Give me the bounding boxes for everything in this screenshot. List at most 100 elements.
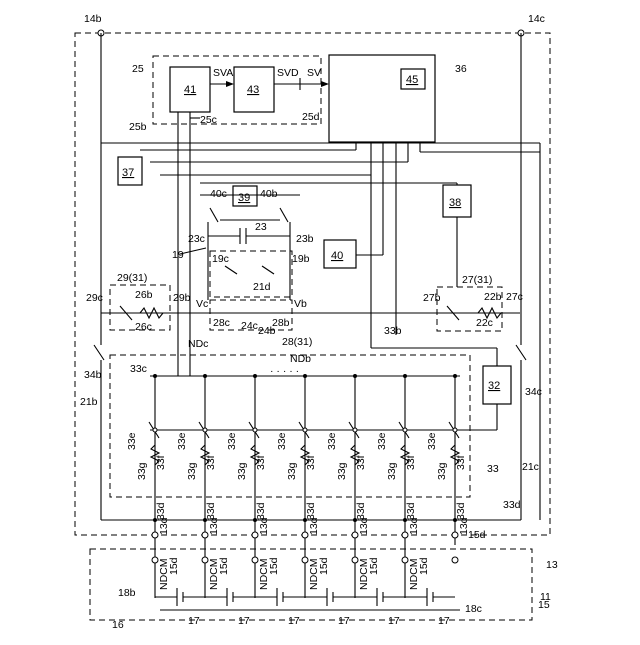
- label-45: 45: [406, 74, 418, 86]
- label-29b: 29b: [173, 292, 191, 304]
- label-23: 23: [255, 221, 267, 233]
- label-18c: 18c: [465, 603, 482, 615]
- label-29c: 29c: [86, 292, 103, 304]
- junction-dot: [153, 374, 157, 378]
- label-25d: 25d: [302, 111, 320, 123]
- connector-15d: [252, 557, 258, 563]
- label-33d: 33d: [455, 502, 467, 520]
- label-sva: SVA: [213, 67, 233, 79]
- junction-dot: [353, 374, 357, 378]
- label-33d: 33d: [355, 502, 367, 520]
- connector-15d: [302, 557, 308, 563]
- label-svd: SVD: [277, 67, 299, 79]
- switch-contact: [253, 428, 257, 432]
- label-15d: 15d: [168, 557, 180, 575]
- label-13: 13: [546, 559, 558, 571]
- label-14b: 14b: [84, 13, 102, 25]
- label-33g: 33g: [236, 462, 248, 480]
- switch-contact: [153, 428, 157, 432]
- label-17: 17: [188, 615, 200, 627]
- junction-dot: [153, 518, 157, 522]
- switch-contact: [353, 428, 357, 432]
- junction-dot: [303, 374, 307, 378]
- label-40c: 40c: [210, 188, 227, 200]
- label-23c: 23c: [188, 233, 205, 245]
- label-16: 16: [112, 619, 124, 631]
- label-33c: 33c: [130, 363, 147, 375]
- switch-19b: [262, 266, 274, 274]
- label-24c: 24c: [241, 320, 258, 332]
- label-33e: 33e: [176, 432, 188, 450]
- label-33f: 33f: [205, 455, 217, 470]
- label-19c: 19c: [212, 253, 229, 265]
- label-36: 36: [455, 63, 467, 75]
- label-33e: 33e: [276, 432, 288, 450]
- label-33e: 33e: [376, 432, 388, 450]
- block-45-controller: [329, 55, 435, 142]
- label-33e: 33e: [326, 432, 338, 450]
- label-33d: 33d: [155, 502, 167, 520]
- label-33g: 33g: [436, 462, 448, 480]
- ellipsis: · · · · ·: [270, 365, 299, 377]
- junction-dot: [203, 374, 207, 378]
- connector-13d: [202, 532, 208, 538]
- label-19: 19: [172, 249, 184, 261]
- connector-15d: [202, 557, 208, 563]
- label-ndc: NDc: [188, 338, 208, 350]
- label-13d: 13d: [158, 517, 170, 535]
- switch-40c: [210, 208, 218, 222]
- label-34b: 34b: [84, 369, 102, 381]
- label-32: 32: [488, 380, 500, 392]
- label-33g: 33g: [386, 462, 398, 480]
- label-17: 17: [338, 615, 350, 627]
- switch-34c: [516, 345, 526, 360]
- junction-dot: [253, 374, 257, 378]
- junction-dot: [453, 374, 457, 378]
- junction-dot: [403, 374, 407, 378]
- cell-array: 17NDCM15d17NDCM15d17NDCM15d17NDCM15d17ND…: [152, 545, 458, 627]
- label-29-31: 29(31): [117, 272, 147, 284]
- label-33f: 33f: [405, 455, 417, 470]
- arrow-sva: [226, 81, 234, 87]
- label-33f: 33f: [355, 455, 367, 470]
- label-33d: 33d: [255, 502, 267, 520]
- label-33b: 33b: [384, 325, 402, 337]
- label-33g: 33g: [336, 462, 348, 480]
- label-25: 25: [132, 63, 144, 75]
- label-15d: 15d: [418, 557, 430, 575]
- connector-13d: [402, 532, 408, 538]
- label-22b: 22b: [484, 291, 502, 303]
- label-15d-right: 15d: [468, 529, 486, 541]
- switch-19c: [225, 266, 237, 274]
- label-40b: 40b: [260, 188, 278, 200]
- label-17: 17: [388, 615, 400, 627]
- label-18b: 18b: [118, 587, 136, 599]
- label-33d: 33d: [205, 502, 217, 520]
- switch-contact: [203, 428, 207, 432]
- label-33d: 33d: [405, 502, 417, 520]
- junction-dot: [353, 518, 357, 522]
- label-sv: SV: [307, 67, 321, 79]
- label-33: 33: [487, 463, 499, 475]
- label-33f: 33f: [155, 455, 167, 470]
- junction-dot: [403, 518, 407, 522]
- label-41: 41: [184, 84, 196, 96]
- label-33d-right: 33d: [503, 499, 521, 511]
- label-25c: 25c: [200, 114, 217, 126]
- connector-15d: [402, 557, 408, 563]
- label-27c: 27c: [506, 291, 523, 303]
- label-39: 39: [238, 192, 250, 204]
- connector-15d: [152, 557, 158, 563]
- arrow-sv: [321, 81, 329, 87]
- label-17: 17: [438, 615, 450, 627]
- label-33f: 33f: [305, 455, 317, 470]
- label-15d: 15d: [218, 557, 230, 575]
- label-19b: 19b: [292, 253, 310, 265]
- label-13d: 13d: [358, 517, 370, 535]
- label-13d: 13d: [308, 517, 320, 535]
- label-33f: 33f: [455, 455, 467, 470]
- label-33e: 33e: [426, 432, 438, 450]
- label-21d: 21d: [253, 281, 271, 293]
- switch-40b: [280, 208, 288, 222]
